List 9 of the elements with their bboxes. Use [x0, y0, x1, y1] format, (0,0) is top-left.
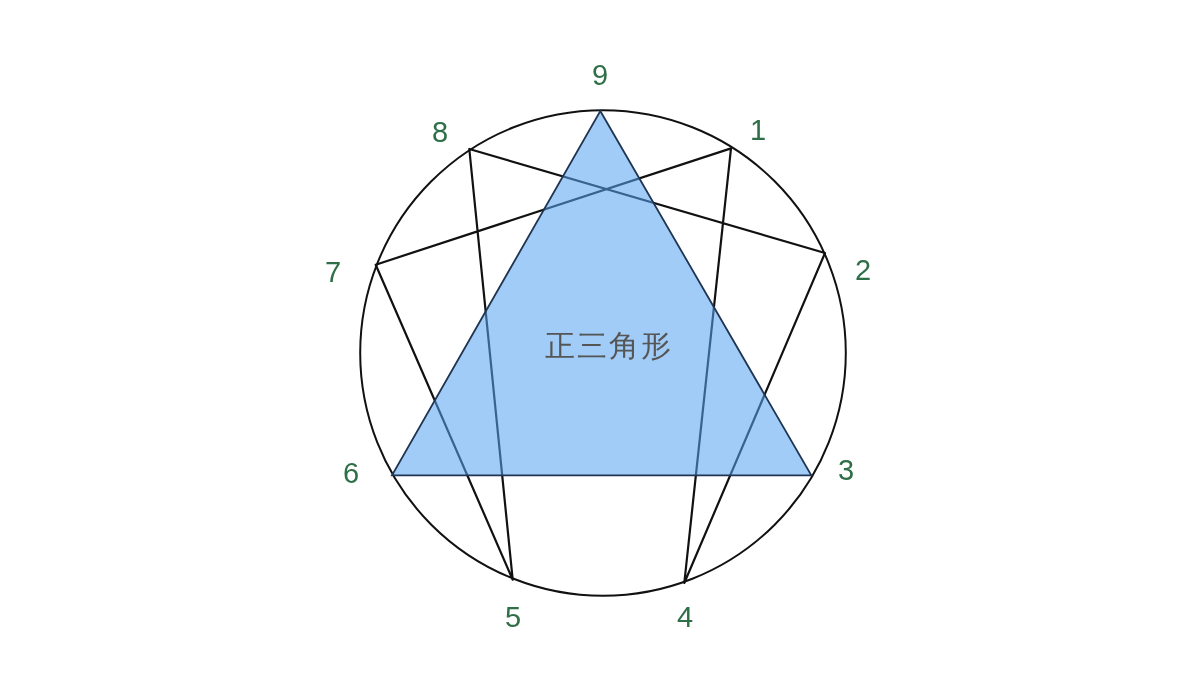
number-label: 2: [854, 255, 872, 285]
number-label: 5: [504, 602, 522, 632]
number-label: 9: [591, 60, 609, 90]
number-label: 6: [342, 458, 360, 488]
number-label: 4: [676, 602, 694, 632]
number-label: 3: [837, 455, 855, 485]
number-label: 7: [324, 257, 342, 287]
number-label: 8: [431, 117, 449, 147]
number-label: 1: [749, 115, 767, 145]
